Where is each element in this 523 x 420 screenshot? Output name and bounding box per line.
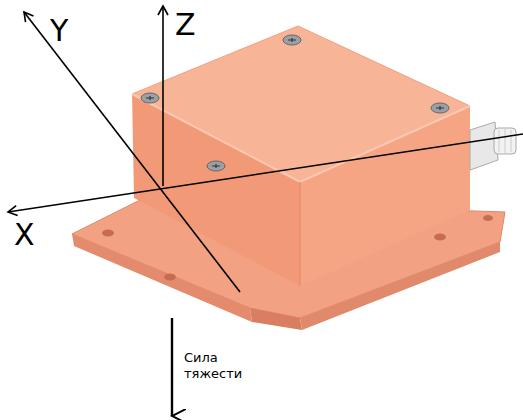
screws (141, 35, 449, 171)
gravity-arrow (171, 318, 173, 416)
coordinate-axes (8, 6, 523, 292)
axis-label: X (14, 220, 35, 250)
cable-gland (470, 122, 516, 170)
sensor-housing (132, 26, 470, 286)
force-label: Сила тяжести (184, 350, 246, 383)
screw-slots (146, 38, 444, 168)
axis-label: Z (175, 10, 196, 40)
axis-label: Y (50, 16, 68, 46)
